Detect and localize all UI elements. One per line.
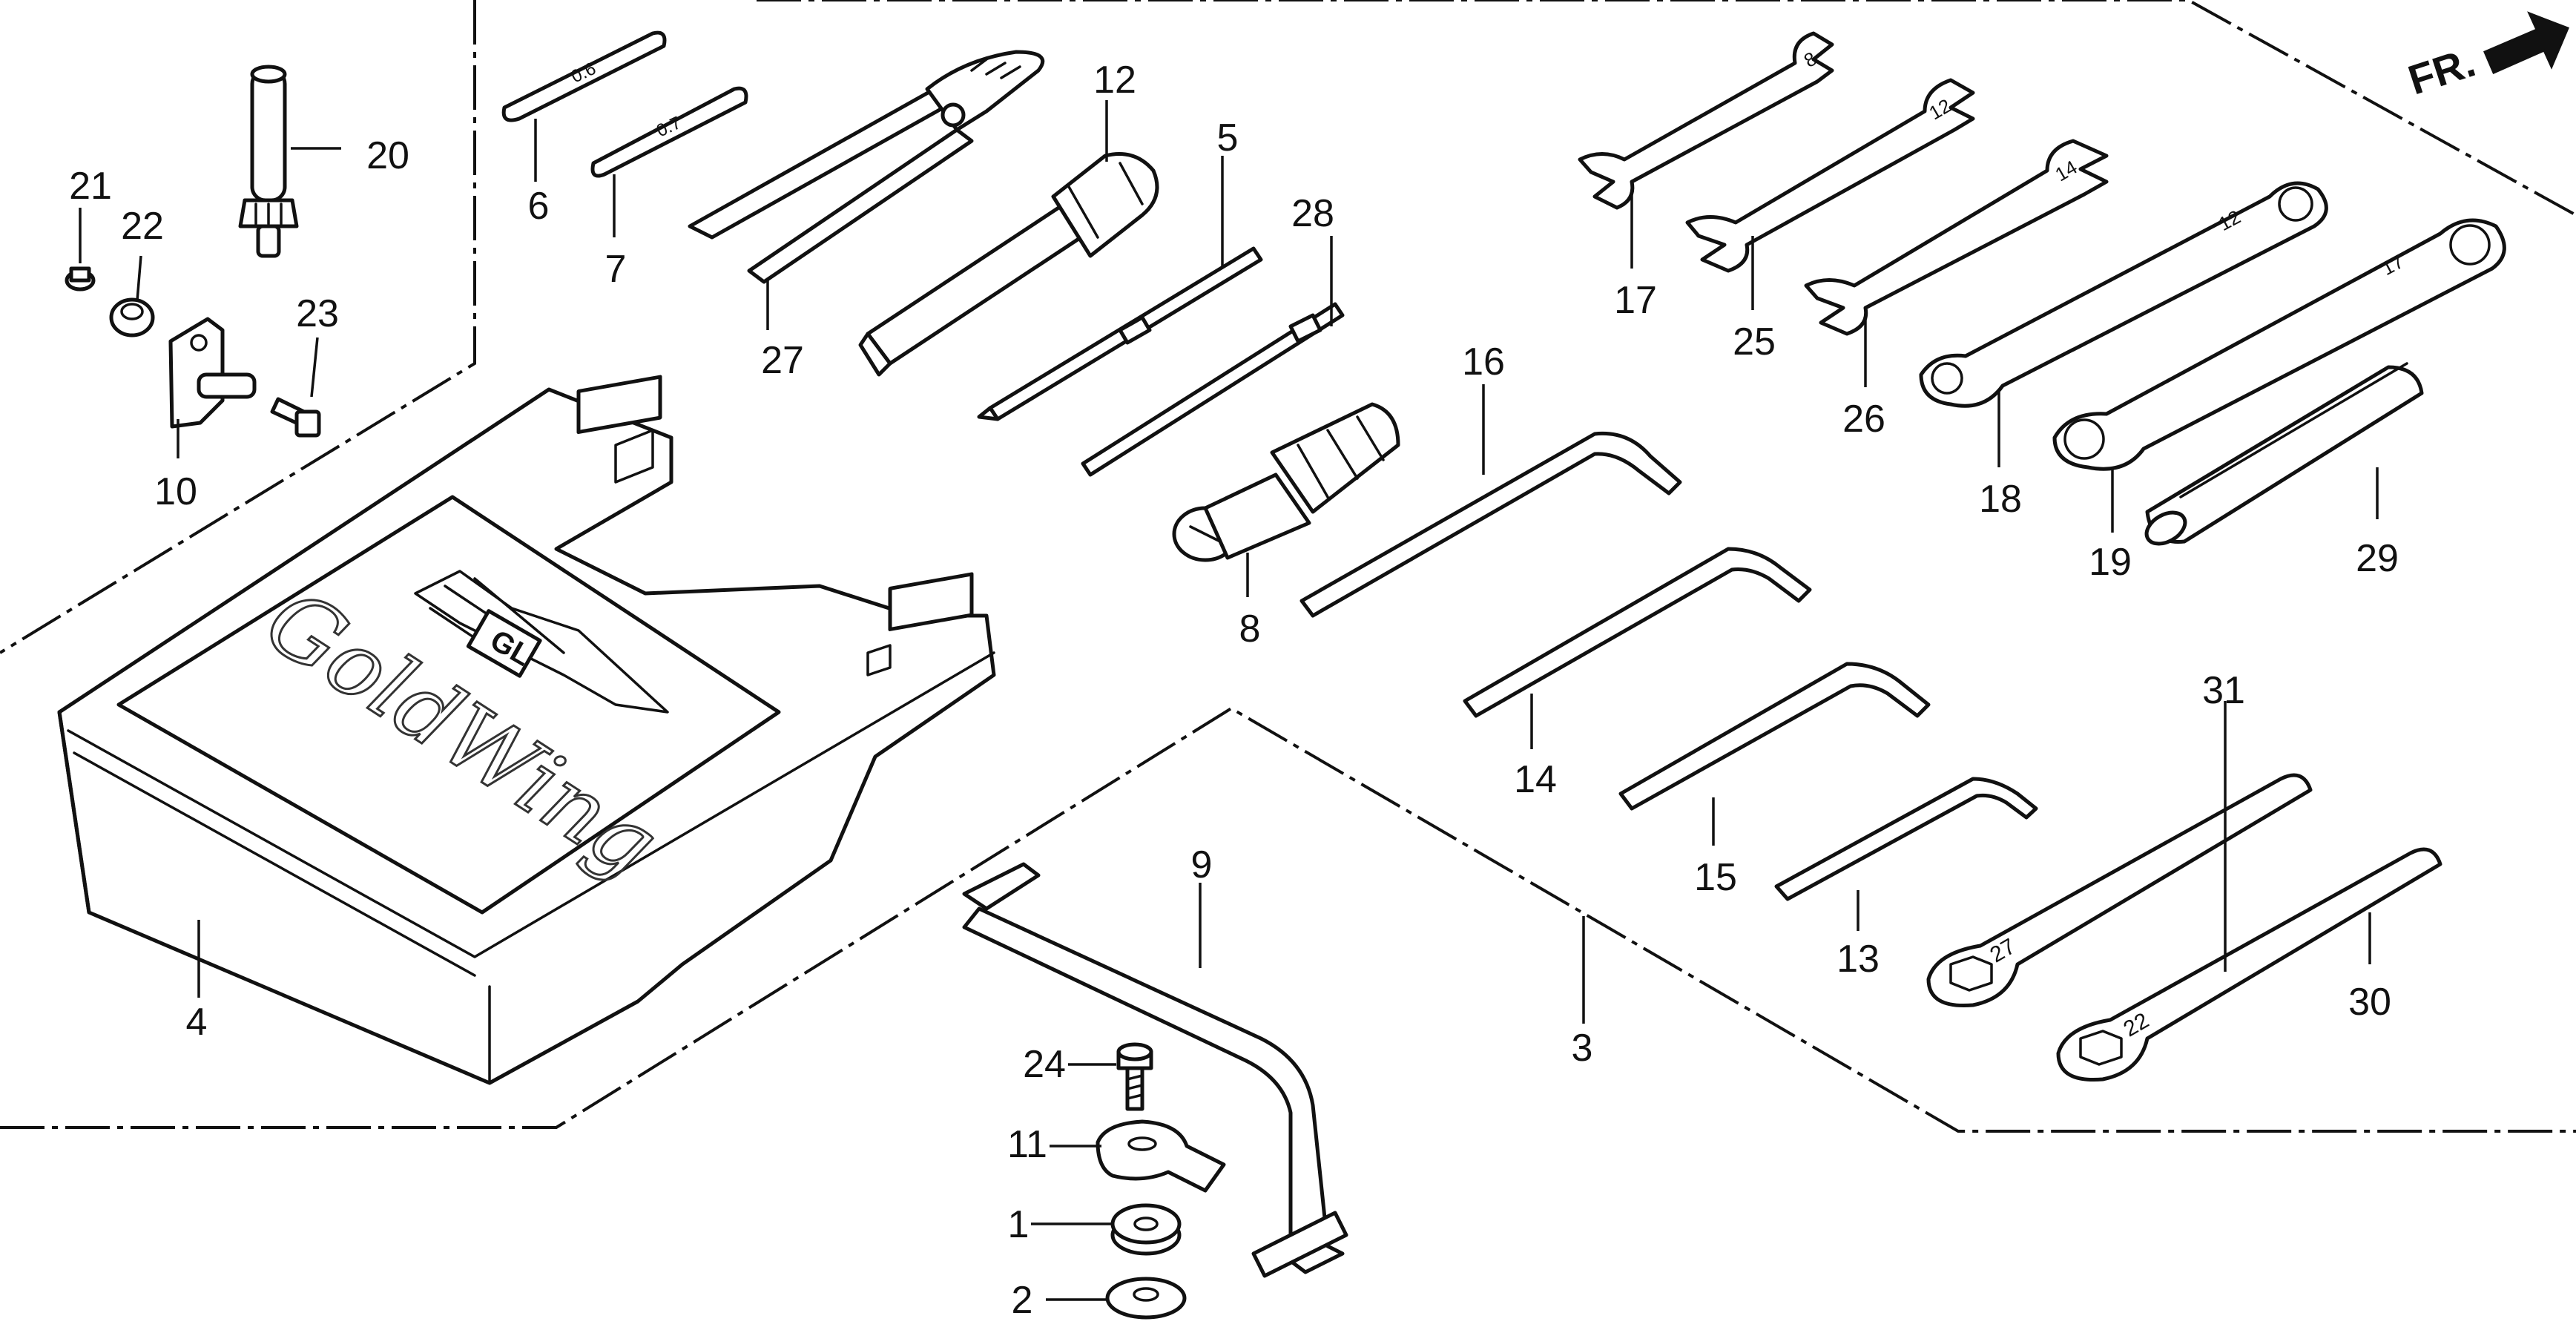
callout-29: 29 [2356,537,2399,580]
part-12-plug-wrench [858,152,1159,377]
part-27-pliers [688,50,1045,284]
part-9-strap [962,862,1348,1278]
callout-27: 27 [761,339,804,382]
part-1-collar [1110,1203,1182,1256]
part-23-bolt [270,397,321,438]
part-13-hex-key [1774,777,2038,901]
direction-arrow-icon [2483,11,2569,74]
part-7-feeler-gauge: 0.7 [590,86,748,178]
callout-25: 25 [1733,320,1776,363]
part-14-hex-key [1463,547,1812,718]
callout-1: 1 [1008,1203,1030,1246]
leader-lines [79,100,2379,1301]
part-29-handle-tube [2144,362,2424,546]
callout-24: 24 [1023,1043,1066,1086]
part-24-bolt [1116,1042,1153,1111]
callout-22: 22 [121,205,164,248]
part-18-box-wrench: 12 [1919,181,2328,408]
group-boundaries [0,0,2576,1133]
part-5-screwdriver-blade [977,246,1263,421]
callout-9: 9 [1191,843,1213,886]
callout-18: 18 [1979,478,2022,521]
callout-26: 26 [1842,398,1885,441]
part-25-wrench: 12 [1685,78,1975,273]
callout-6: 6 [528,185,550,228]
part-19-box-wrench: 17 [2052,218,2506,471]
part-31-wrench: 27 [1926,773,2313,1008]
part-26-wrench: 14 [1804,139,2109,336]
callout-19: 19 [2089,541,2132,584]
part-2-washer [1105,1277,1187,1320]
callout-11: 11 [1007,1123,1047,1166]
callout-14: 14 [1514,758,1557,801]
part-8-screwdriver-handle [1172,402,1400,562]
callout-16: 16 [1462,340,1505,383]
part-21-screw [65,266,96,292]
part-30-wrench: 22 [2056,847,2442,1082]
callout-2: 2 [1012,1279,1033,1322]
callout-28: 28 [1291,192,1334,235]
callout-3: 3 [1572,1027,1593,1070]
callout-12: 12 [1093,59,1136,102]
front-direction-indicator: FR. [2402,11,2569,104]
callout-20: 20 [366,134,409,177]
callout-21: 21 [69,165,112,208]
part-15-hex-key [1618,662,1931,811]
part-10-bracket [168,317,257,429]
callout-30: 30 [2348,981,2391,1024]
part-11-plate [1096,1119,1226,1193]
callout-13: 13 [1837,938,1880,981]
part-20-fuse-puller [238,65,299,258]
part-16-hex-key [1299,431,1682,618]
callout-15: 15 [1694,856,1737,899]
part-28-phillips-blade [1081,302,1345,477]
callout-8: 8 [1239,608,1261,651]
part-17-wrench: 8 [1578,31,1834,210]
callout-17: 17 [1614,279,1657,322]
callout-7: 7 [605,248,627,291]
front-label: FR. [2402,39,2480,104]
callout-23: 23 [296,292,339,335]
callout-31: 31 [2202,669,2245,712]
callout-4: 4 [186,1001,208,1044]
callout-labels: 20 21 22 23 10 6 7 27 12 5 28 8 16 14 15… [69,59,2399,1322]
part-22-grommet [109,297,155,338]
callout-5: 5 [1217,116,1239,159]
callout-10: 10 [154,470,197,513]
part-4-tool-box: GoldWing GL [57,375,996,1085]
part-6-feeler-gauge: 0.6 [501,30,667,122]
